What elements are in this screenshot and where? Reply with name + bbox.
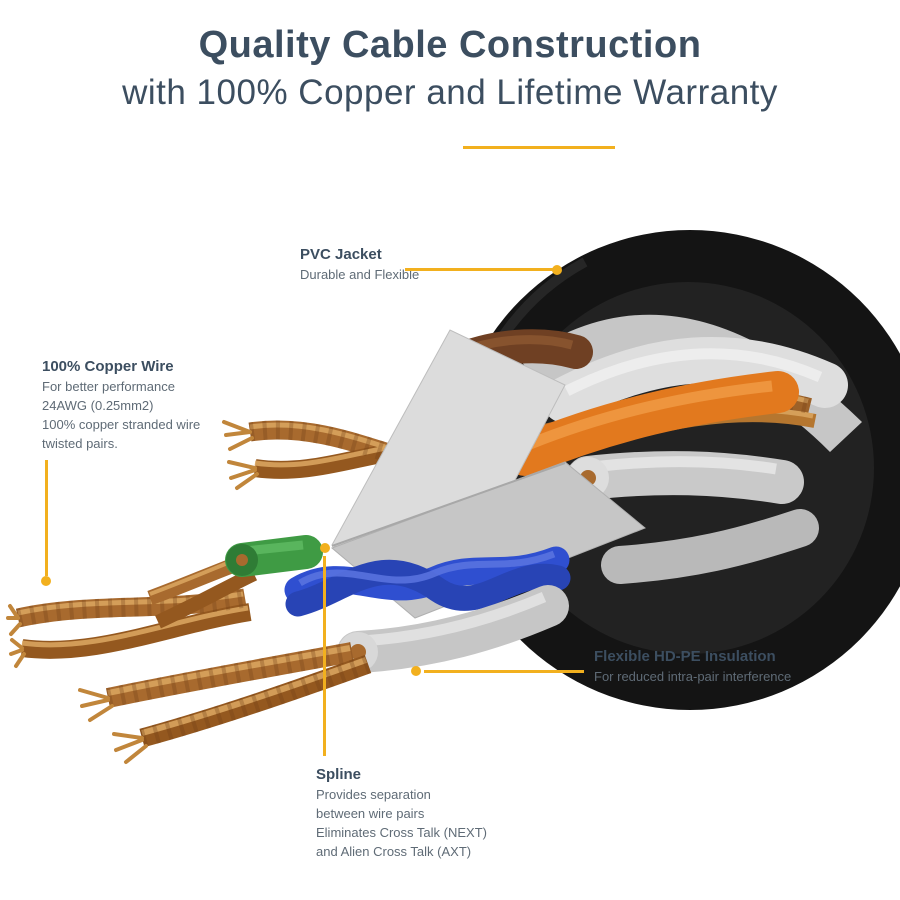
callout-copper-wire: 100% Copper Wire For better performance …	[42, 358, 200, 453]
callout-copper-wire-desc-line: 100% copper stranded wire	[42, 416, 201, 432]
copper-pair-far-left	[6, 588, 252, 668]
callout-hdpe-insulation-label: Flexible HD-PE Insulation	[594, 648, 776, 665]
gray-wire-bottom	[337, 585, 569, 673]
title-underline	[463, 146, 615, 149]
page-subtitle: with 100% Copper and Lifetime Warranty	[122, 73, 778, 112]
header: Quality Cable Construction with 100% Cop…	[0, 24, 900, 113]
callout-spline-label: Spline	[316, 766, 362, 783]
callout-spline-desc-line: Provides separation	[316, 787, 431, 802]
callout-spline-desc-line: and Alien Cross Talk (AXT)	[316, 843, 472, 859]
callout-spline-desc-line: between wire pairs	[316, 805, 425, 821]
callout-pvc-jacket-line	[405, 268, 555, 271]
callout-pvc-jacket-label: PVC Jacket	[300, 246, 382, 263]
callout-spline-desc-line: Eliminates Cross Talk (NEXT)	[316, 824, 487, 840]
callout-spline-dot	[320, 543, 330, 553]
callout-copper-wire-line	[45, 460, 48, 576]
callout-copper-wire-dot	[41, 576, 51, 586]
callout-pvc-jacket-desc: Durable and Flexible	[300, 267, 420, 282]
callout-pvc-jacket-dot	[552, 265, 562, 275]
gray-wire-lower-right	[601, 509, 819, 584]
callout-hdpe-insulation-desc: For reduced intra-pair interference	[594, 669, 792, 684]
callout-copper-wire-desc-line: 24AWG (0.25mm2)	[42, 397, 154, 413]
green-wire	[225, 535, 323, 577]
callout-spline: Spline Provides separation between wire …	[316, 766, 487, 861]
callout-spline-line	[323, 556, 326, 756]
gray-wire-right	[566, 451, 804, 504]
callout-copper-wire-desc-line: twisted pairs.	[42, 435, 118, 451]
inner-wrap-shape	[520, 314, 862, 452]
copper-pair-bottom-left	[78, 642, 372, 764]
blue-twisted-pair	[284, 546, 571, 617]
callout-pvc-jacket: PVC Jacket Durable and Flexible	[300, 246, 419, 285]
page-title: Quality Cable Construction	[198, 24, 702, 66]
callout-hdpe-insulation: Flexible HD-PE Insulation For reduced in…	[594, 648, 791, 687]
orange-wire	[504, 371, 799, 476]
callout-copper-wire-desc-line: For better performance	[42, 379, 175, 394]
callout-hdpe-insulation-line	[424, 670, 584, 673]
callout-copper-wire-label: 100% Copper Wire	[42, 358, 174, 375]
callout-hdpe-insulation-dot	[411, 666, 421, 676]
